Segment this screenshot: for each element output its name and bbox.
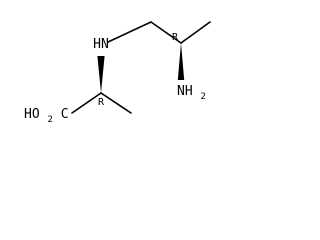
carboxyl-label: HO 2 C [24,107,69,126]
nh-text: HN [93,37,109,52]
bond-ch2-upper-stereocenter [150,21,182,44]
carboxyl-c: C [61,107,69,122]
nh2-text: NH [177,84,193,99]
carboxyl-text: HO [24,107,40,122]
stereo-lower-text: R [98,97,105,108]
bond-nh-ch2 [107,21,152,43]
bond-lower-stereocenter-carboxyl [71,92,102,114]
chemical-structure: HN NH 2 HO 2 C R R [24,21,211,126]
stereo-descriptor-upper: R [172,32,179,43]
bond-lower-stereocenter-methyl [100,92,132,114]
nh2-label: NH 2 [177,84,206,102]
stereo-descriptor-lower: R [98,97,105,108]
nh-label: HN [93,37,109,52]
stereo-upper-text: R [172,32,179,43]
carboxyl-subscript: 2 [47,115,52,125]
wedge-bond-lower-to-nh [97,56,105,93]
nh2-subscript: 2 [200,92,205,102]
wedge-bond-upper-to-nh2 [177,43,185,80]
bond-upper-stereocenter-methyl [180,21,211,44]
